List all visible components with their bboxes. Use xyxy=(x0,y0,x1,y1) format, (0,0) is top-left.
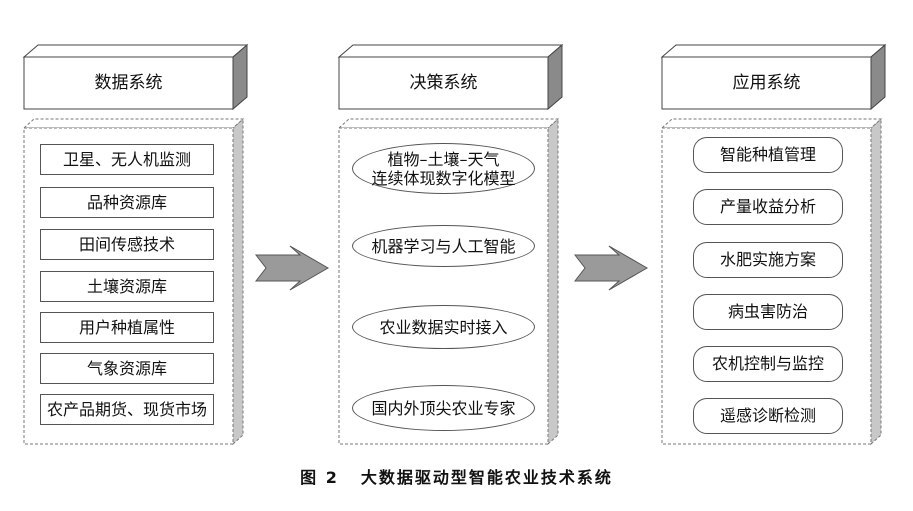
app-item-machinery: 农机控制与监控 xyxy=(693,346,843,382)
figure-title: 大数据驱动型智能农业技术系统 xyxy=(360,468,613,487)
application-system-title: 应用系统 xyxy=(732,73,801,93)
data-item-market: 农产品期货、现货市场 xyxy=(40,394,214,425)
app-item-remote-sensing: 遥感诊断检测 xyxy=(693,398,843,434)
app-item-smart-planting: 智能种植管理 xyxy=(693,137,843,173)
decision-item-ml-ai: 机器学习与人工智能 xyxy=(352,225,535,267)
app-item-water-fertilizer: 水肥实施方案 xyxy=(693,242,843,278)
arrow-right-icon xyxy=(573,245,648,291)
app-item-pest-control: 病虫害防治 xyxy=(693,294,843,330)
decision-item-line: 农业数据实时接入 xyxy=(379,317,508,337)
data-item-soil-database: 土壤资源库 xyxy=(40,271,214,302)
data-item-weather-database: 气象资源库 xyxy=(40,353,214,384)
decision-item-line: 植物–土壤–天气 xyxy=(387,149,500,169)
decision-item-experts: 国内外顶尖农业专家 xyxy=(352,385,535,431)
decision-system-title: 决策系统 xyxy=(409,73,478,93)
data-system-title: 数据系统 xyxy=(94,73,163,93)
data-item-satellite-drone: 卫星、无人机监测 xyxy=(40,144,214,175)
data-item-field-sensors: 田间传感技术 xyxy=(40,229,214,260)
decision-item-line: 国内外顶尖农业专家 xyxy=(371,398,516,418)
figure-caption: 图 2 大数据驱动型智能农业技术系统 xyxy=(0,464,913,488)
figure-number: 图 2 xyxy=(300,468,339,487)
application-system-panel xyxy=(660,117,883,446)
data-system-header-box xyxy=(22,43,249,111)
decision-system-header-box xyxy=(337,43,564,111)
decision-item-line: 机器学习与人工智能 xyxy=(371,236,516,256)
data-item-user-planting: 用户种植属性 xyxy=(40,312,214,343)
arrow-right-icon xyxy=(254,245,329,291)
application-system-header-box xyxy=(660,43,887,111)
decision-item-digital-model: 植物–土壤–天气 连续体现数字化模型 xyxy=(352,143,535,194)
decision-item-line: 连续体现数字化模型 xyxy=(371,168,516,188)
decision-item-realtime-data: 农业数据实时接入 xyxy=(352,305,535,349)
app-item-yield-analysis: 产量收益分析 xyxy=(693,189,843,225)
data-item-variety-database: 品种资源库 xyxy=(40,187,214,218)
